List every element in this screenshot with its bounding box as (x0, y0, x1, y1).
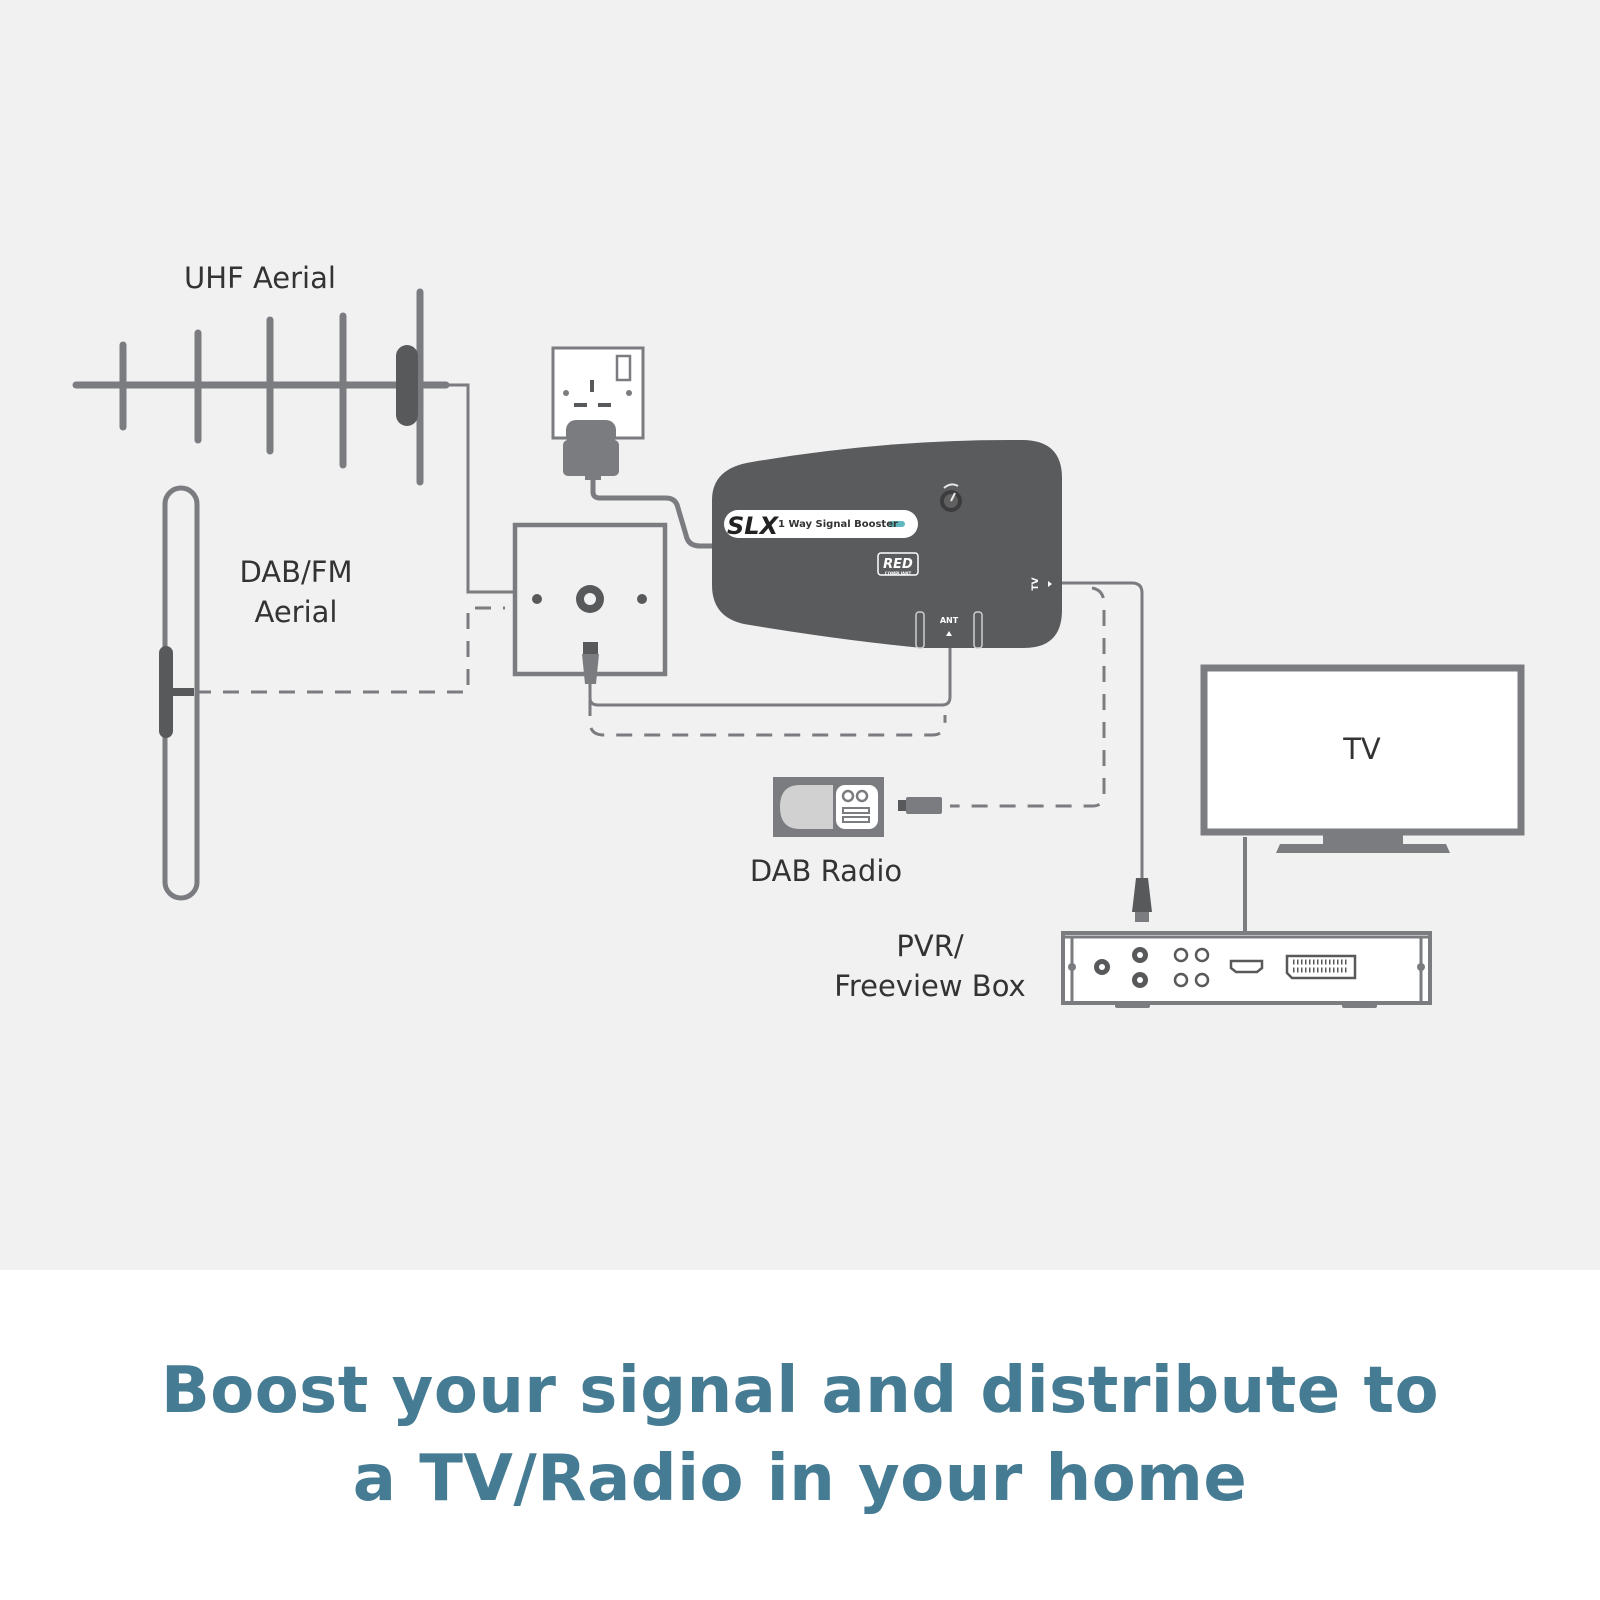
plug-icon (563, 420, 619, 480)
pvr-box-icon (1061, 878, 1432, 1008)
cable-uhf-to-wallplate (438, 383, 514, 594)
dab-fm-aerial-label-line1: DAB/FM (239, 555, 352, 589)
cable-dab-to-wallplate (195, 606, 505, 694)
pvr-label-line1: PVR/ (896, 929, 963, 963)
cable-wallplate-to-booster-dashed (588, 700, 947, 737)
diagram-panel: UHF Aerial DAB/FM Aerial (0, 0, 1600, 1270)
booster-tv-port-label: TV (1031, 577, 1041, 590)
compliance-badge-sub: COMPLIANT (885, 571, 912, 576)
cable-booster-to-dab-radio (950, 586, 1106, 808)
signal-booster-icon (712, 440, 1062, 649)
uhf-aerial-label: UHF Aerial (184, 261, 336, 295)
uhf-aerial-icon (72, 288, 450, 486)
tv-icon (1200, 664, 1525, 853)
dab-radio-icon (773, 777, 942, 837)
cables (195, 383, 1247, 958)
tv-label: TV (1342, 732, 1381, 766)
pvr-label-line2: Freeview Box (834, 969, 1025, 1003)
dab-fm-aerial-label-line2: Aerial (255, 595, 338, 629)
booster-label-panel (724, 510, 918, 538)
cable-booster-to-pvr (1062, 581, 1144, 880)
caption-line-2: a TV/Radio in your home (352, 1442, 1248, 1516)
connection-diagram: UHF Aerial DAB/FM Aerial (72, 261, 1525, 1008)
booster-ant-port-label: ANT (940, 616, 959, 625)
wall-plate-icon (512, 522, 668, 684)
dab-fm-aerial-icon (159, 485, 200, 901)
booster-brand: SLX (727, 512, 780, 540)
led-indicator (889, 521, 905, 527)
caption-line-1: Boost your signal and distribute to (160, 1354, 1440, 1428)
cable-power-to-booster (590, 475, 712, 549)
booster-product-name: 1 Way Signal Booster (778, 519, 898, 530)
compliance-badge: RED (883, 557, 913, 572)
caption: Boost your signal and distribute to a TV… (0, 1270, 1600, 1600)
dab-radio-label: DAB Radio (750, 854, 902, 888)
